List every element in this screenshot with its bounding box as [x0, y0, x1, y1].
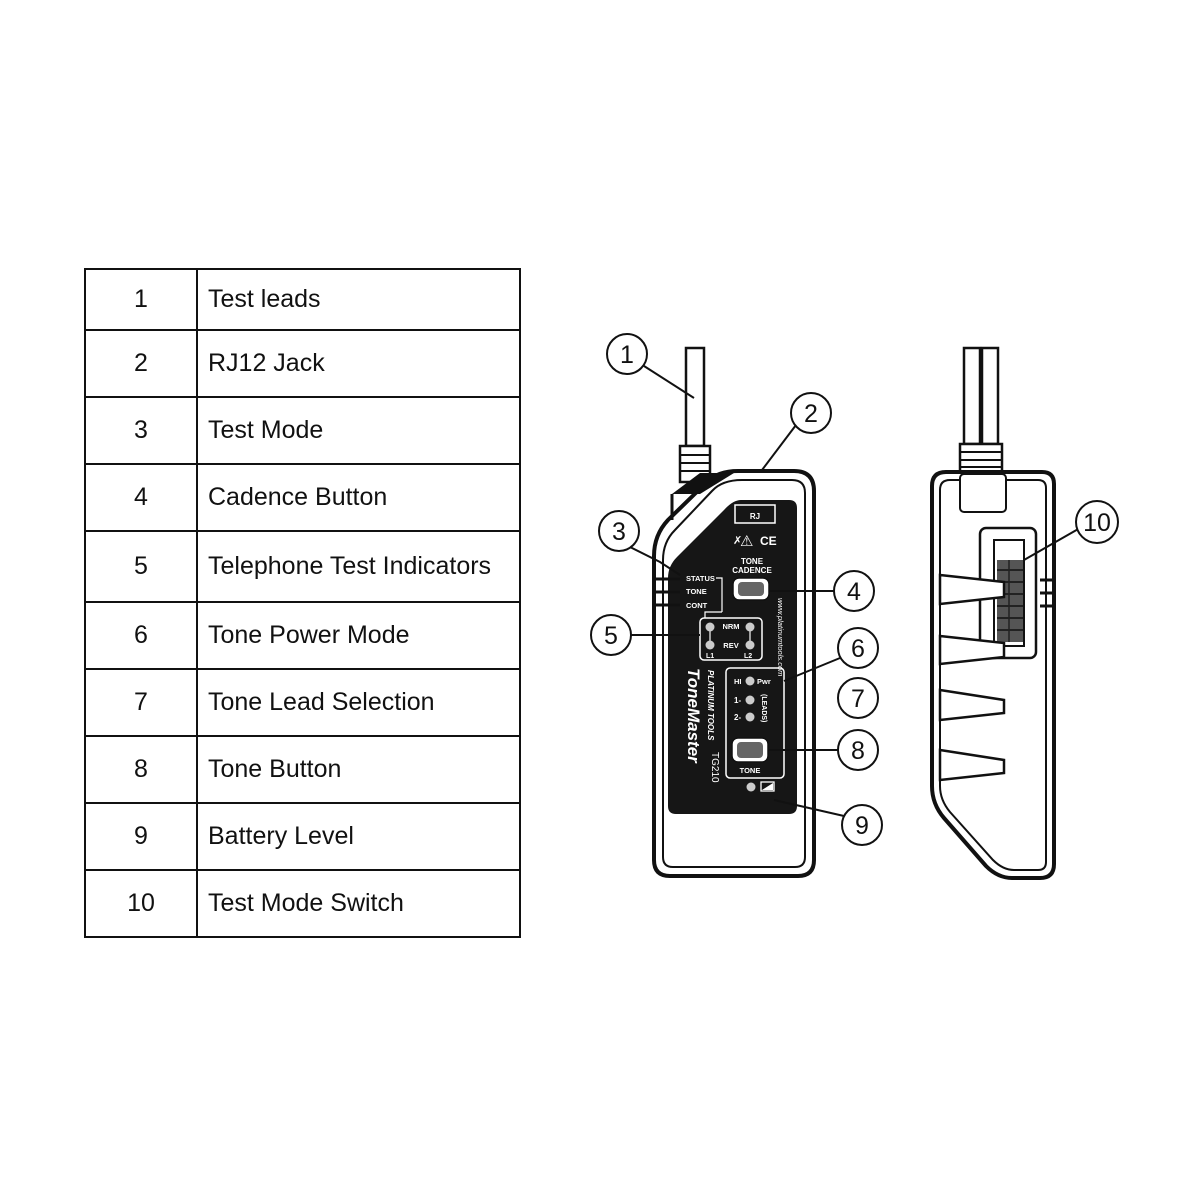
legend-number: 10	[84, 869, 198, 938]
rj12-jack	[670, 473, 734, 520]
ce-mark: CE	[760, 534, 777, 548]
legend-label: Tone Button	[196, 735, 521, 804]
side-view	[930, 346, 1056, 880]
legend-number: 9	[84, 802, 198, 871]
l1-label: L1	[706, 653, 714, 660]
legend-label: Cadence Button	[196, 463, 521, 532]
tone-section-box	[725, 667, 785, 779]
warning-icon: ⚠	[740, 533, 753, 550]
callout-4	[833, 570, 875, 612]
cadence-label-top: TONE	[741, 557, 764, 566]
tone-button-label: TONE	[740, 766, 761, 775]
battery-led	[746, 782, 756, 792]
callout-1	[606, 333, 648, 375]
rj-label: RJ	[750, 512, 760, 521]
hi-label: HI	[734, 677, 742, 686]
legend-number: 7	[84, 668, 198, 737]
legend-label: Test Mode	[196, 396, 521, 465]
callout-6-number: 6	[851, 635, 865, 663]
lead2-label: 2-	[734, 713, 741, 722]
callout-3-number: 3	[612, 518, 626, 546]
legend-label: Test Mode Switch	[196, 869, 521, 938]
l2-label: L2	[744, 653, 752, 660]
brand-label: PLATINUM TOOLS	[706, 670, 715, 741]
rev-label: REV	[723, 641, 738, 650]
side-grips	[938, 573, 1006, 782]
nrm-label: NRM	[722, 622, 739, 631]
callout-3	[598, 510, 640, 552]
pwr-label: Pwr	[757, 677, 771, 686]
legend-label: Battery Level	[196, 802, 521, 871]
cadence-label-bottom: CADENCE	[732, 566, 772, 575]
callout-7	[837, 677, 879, 719]
led-lead1	[745, 695, 755, 705]
url-label: www.platinumtools.com	[776, 598, 785, 676]
bin-icon: ✗	[733, 535, 742, 547]
telephone-indicators-box	[699, 617, 763, 661]
lead1-label: 1-	[734, 696, 741, 705]
callout-numbers: 1 2 3 4 5 6 7 8 9 10	[604, 341, 1111, 840]
legend-label: Test leads	[196, 268, 521, 331]
callout-2	[790, 392, 832, 434]
legend-number: 5	[84, 530, 198, 603]
callout-5-number: 5	[604, 622, 618, 650]
legend-label: Tone Power Mode	[196, 601, 521, 670]
cont-label: CONT	[686, 601, 708, 610]
callout-6	[837, 627, 879, 669]
callout-5	[590, 614, 632, 656]
callout-7-number: 7	[851, 685, 865, 713]
legend-number: 1	[84, 268, 198, 331]
status-label: STATUS	[686, 574, 715, 583]
tone-mode-label: TONE	[686, 587, 707, 596]
legend-label: RJ12 Jack	[196, 329, 521, 398]
front-view: RJ ✗ ⚠ CE TONE CADENCE www.platinumtools…	[652, 346, 816, 878]
callout-4-number: 4	[847, 578, 861, 606]
led-hi-pwr	[745, 676, 755, 686]
legend-number: 3	[84, 396, 198, 465]
legend-number: 2	[84, 329, 198, 398]
test-mode-switch[interactable]	[978, 526, 1038, 660]
callouts	[590, 333, 1119, 846]
callout-8-number: 8	[851, 737, 865, 765]
battery-icon	[760, 781, 775, 792]
model-label: TG210	[709, 752, 720, 783]
product-name: ToneMaster	[684, 668, 703, 764]
callout-10-number: 10	[1083, 509, 1111, 537]
callout-10	[1075, 500, 1119, 544]
legend-number: 4	[84, 463, 198, 532]
callout-2-number: 2	[804, 400, 818, 428]
test-leads	[678, 346, 712, 484]
callout-8	[837, 729, 879, 771]
legend-label: Telephone Test Indicators	[196, 530, 521, 603]
legend-label: Tone Lead Selection	[196, 668, 521, 737]
callout-1-number: 1	[620, 341, 634, 369]
test-mode-edge-marks	[654, 577, 680, 607]
legend-number: 6	[84, 601, 198, 670]
callout-9-number: 9	[855, 812, 869, 840]
leads-label: (LEADS)	[760, 694, 767, 722]
callout-9	[841, 804, 883, 846]
led-lead2	[745, 712, 755, 722]
legend-number: 8	[84, 735, 198, 804]
